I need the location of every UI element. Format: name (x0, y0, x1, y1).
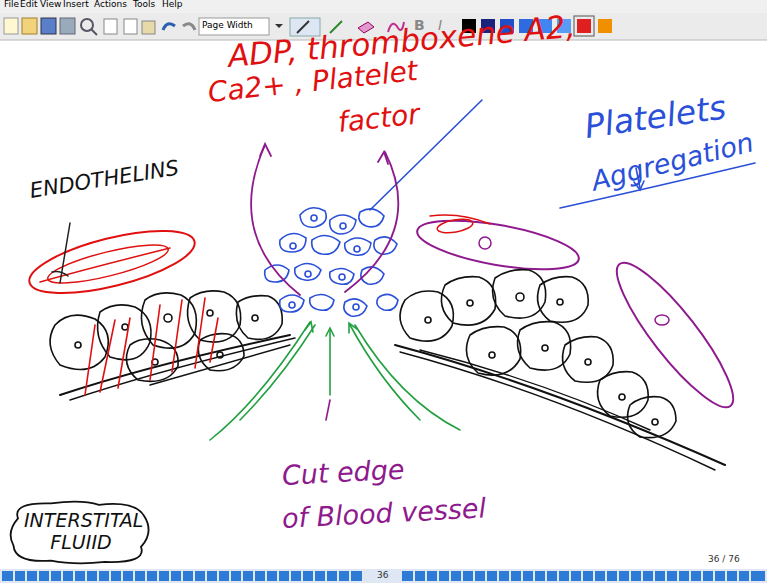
handwritten-note: factor (336, 100, 421, 138)
handwritten-note: ENDOTHELINS (28, 157, 180, 202)
menu-item: View (40, 0, 61, 9)
zoom-select: Page Width (202, 21, 253, 30)
handwritten-note: Platelets (583, 90, 729, 144)
menu-item: Help (162, 0, 183, 9)
menu-item: File (4, 0, 19, 9)
page-number: 36 / 76 (708, 555, 740, 564)
page-indicator: 36 (377, 571, 388, 580)
menu-item: Insert (63, 0, 89, 9)
menu-item: Actions (94, 0, 127, 9)
handwritten-note: Cut edge (281, 456, 405, 491)
cloud-callout: INTERSTITAL FLUIID (6, 498, 156, 566)
cloud-text: INTERSTITAL FLUIID (24, 510, 138, 554)
menu-bar (0, 0, 767, 13)
handwritten-note: of Blood vessel (281, 494, 486, 533)
menu-item: Tools (133, 0, 155, 9)
page-scrollbar (0, 569, 767, 583)
menu-item: Edit (20, 0, 37, 9)
